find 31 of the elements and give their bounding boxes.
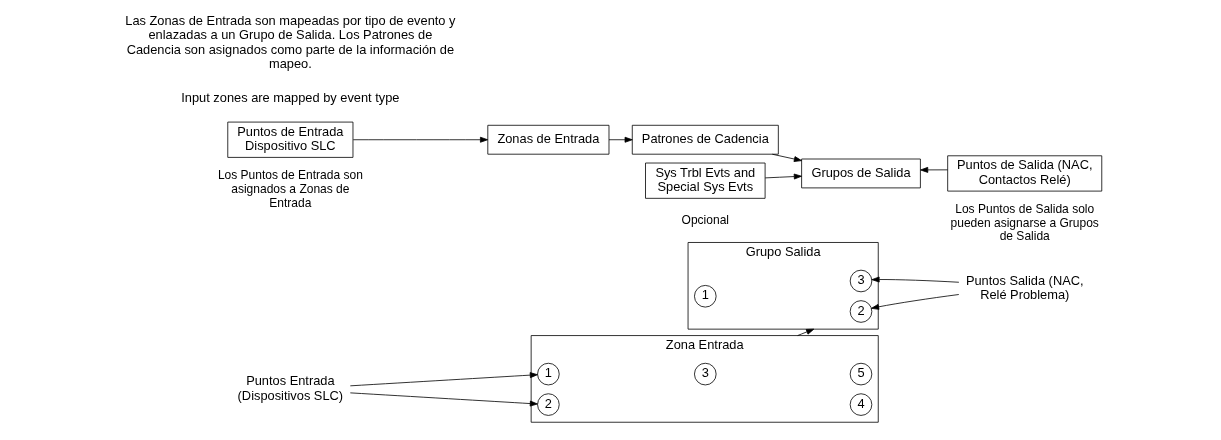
node-label: Opcional <box>681 213 729 228</box>
node-circle: 5 <box>849 362 872 386</box>
node-box: Zonas de Entrada <box>486 124 609 155</box>
node-box: Sys Trbl Evts and Special Sys Evts <box>644 162 765 199</box>
arrow <box>771 153 802 162</box>
arrow <box>349 372 538 387</box>
arrow <box>871 276 959 283</box>
node-circle: 1 <box>693 285 717 308</box>
node-text: Puntos Salida (NAC, Relé Problema) <box>965 272 1084 303</box>
arrow <box>870 294 959 310</box>
label: Las Zonas de Entrada son mapeadas por tipo de evento y enlazadas a un Grupo de Salida. Los Patrones de Cadencia son asignados como parte de la información de mapeo. <box>124 12 455 72</box>
node-box: Puntos de Salida (NAC, Contactos Relé) <box>946 155 1102 192</box>
node-circle: 4 <box>849 393 872 416</box>
node-circle: 3 <box>849 269 872 293</box>
label: Input zones are mapped by event type <box>180 89 399 105</box>
node-circle: 2 <box>536 393 560 416</box>
node-label: Los Puntos de Salida solo pueden asignarse a Grupos de Salida <box>950 202 1099 244</box>
node-box: Patrones de Cadencia <box>631 124 779 155</box>
arrow <box>796 328 814 336</box>
node-circle: 3 <box>693 362 717 386</box>
arrow <box>352 136 488 143</box>
arrow <box>349 392 538 407</box>
arrow <box>919 166 948 173</box>
node-circle: 1 <box>536 362 560 386</box>
node-label: Los Puntos de Entrada son asignados a Zonas de Entrada <box>217 168 363 210</box>
node-box: Grupos de Salida <box>800 158 921 189</box>
node-box: Puntos de Entrada Dispositivo SLC <box>226 121 353 158</box>
arrow <box>764 173 802 180</box>
node-text: Puntos Entrada (Dispositivos SLC) <box>237 373 343 403</box>
arrow <box>608 136 633 143</box>
node-circle: 2 <box>849 300 872 323</box>
